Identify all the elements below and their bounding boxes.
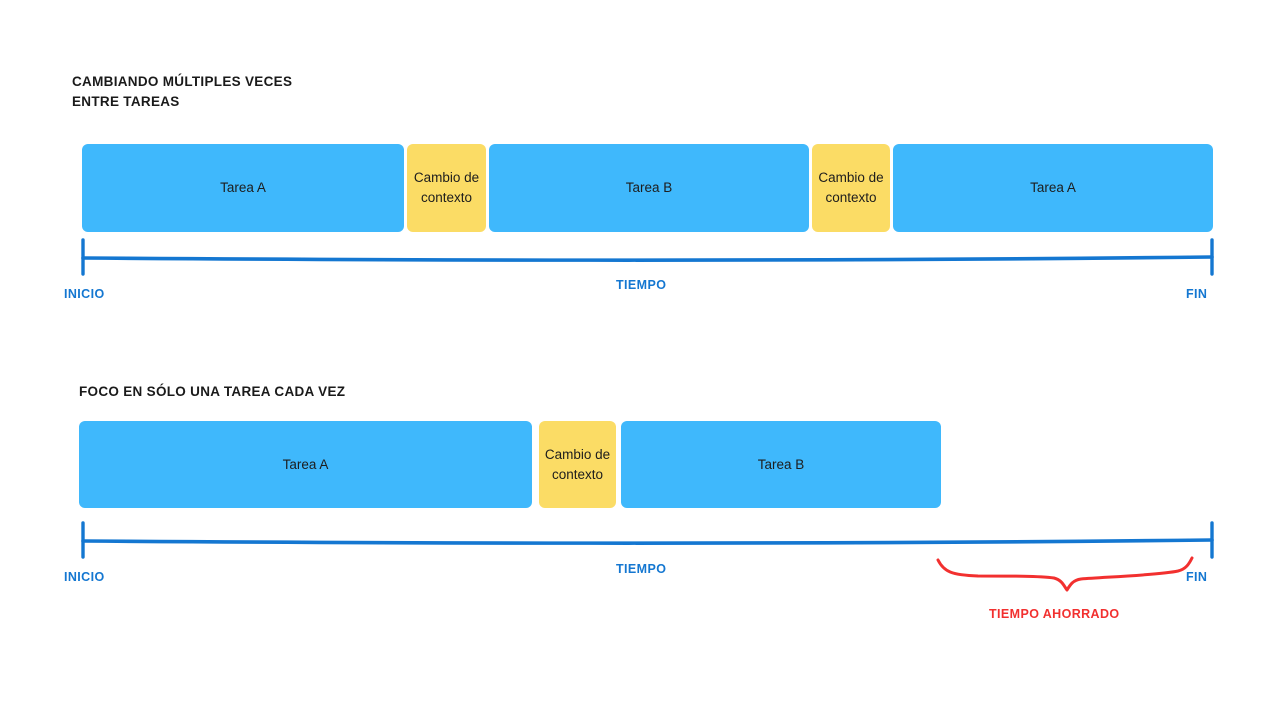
block-label: Tarea A xyxy=(1030,180,1076,195)
block-task-a-1: Tarea A xyxy=(82,144,404,232)
block-label: Tarea A xyxy=(282,456,329,472)
axis-one-middle-label: TIEMPO xyxy=(616,278,667,292)
block-label: Cambio de contexto xyxy=(818,170,884,205)
block-context-switch-2: Cambio de contexto xyxy=(812,144,890,232)
block-context-switch-3: Cambio de contexto xyxy=(539,421,616,508)
saved-time-label: TIEMPO AHORRADO xyxy=(989,607,1120,621)
timeline-axis-one xyxy=(70,238,1230,278)
block-label: Tarea B xyxy=(625,180,673,195)
block-task-b-1: Tarea B xyxy=(489,144,809,232)
block-task-b-2: Tarea B xyxy=(621,421,941,508)
section-one-title: CAMBIANDO MÚLTIPLES VECES ENTRE TAREAS xyxy=(72,74,293,109)
saved-time-brace-icon xyxy=(930,550,1205,600)
block-label: Tarea A xyxy=(220,180,266,195)
block-label: Cambio de contexto xyxy=(544,446,611,482)
block-context-switch-1: Cambio de contexto xyxy=(407,144,486,232)
block-task-a-2: Tarea A xyxy=(893,144,1213,232)
block-task-a-3: Tarea A xyxy=(79,421,532,508)
timeline-axis-two xyxy=(70,521,1230,561)
block-label: Tarea B xyxy=(757,456,805,472)
axis-one-end-label: FIN xyxy=(1186,287,1208,301)
axis-two-end-label: FIN xyxy=(1186,570,1208,584)
section-two-title: FOCO EN SÓLO UNA TAREA CADA VEZ xyxy=(79,384,346,399)
block-label: Cambio de contexto xyxy=(413,170,480,205)
axis-one-start-label: INICIO xyxy=(64,287,105,301)
axis-two-middle-label: TIEMPO xyxy=(616,562,667,576)
axis-two-start-label: INICIO xyxy=(64,570,105,584)
